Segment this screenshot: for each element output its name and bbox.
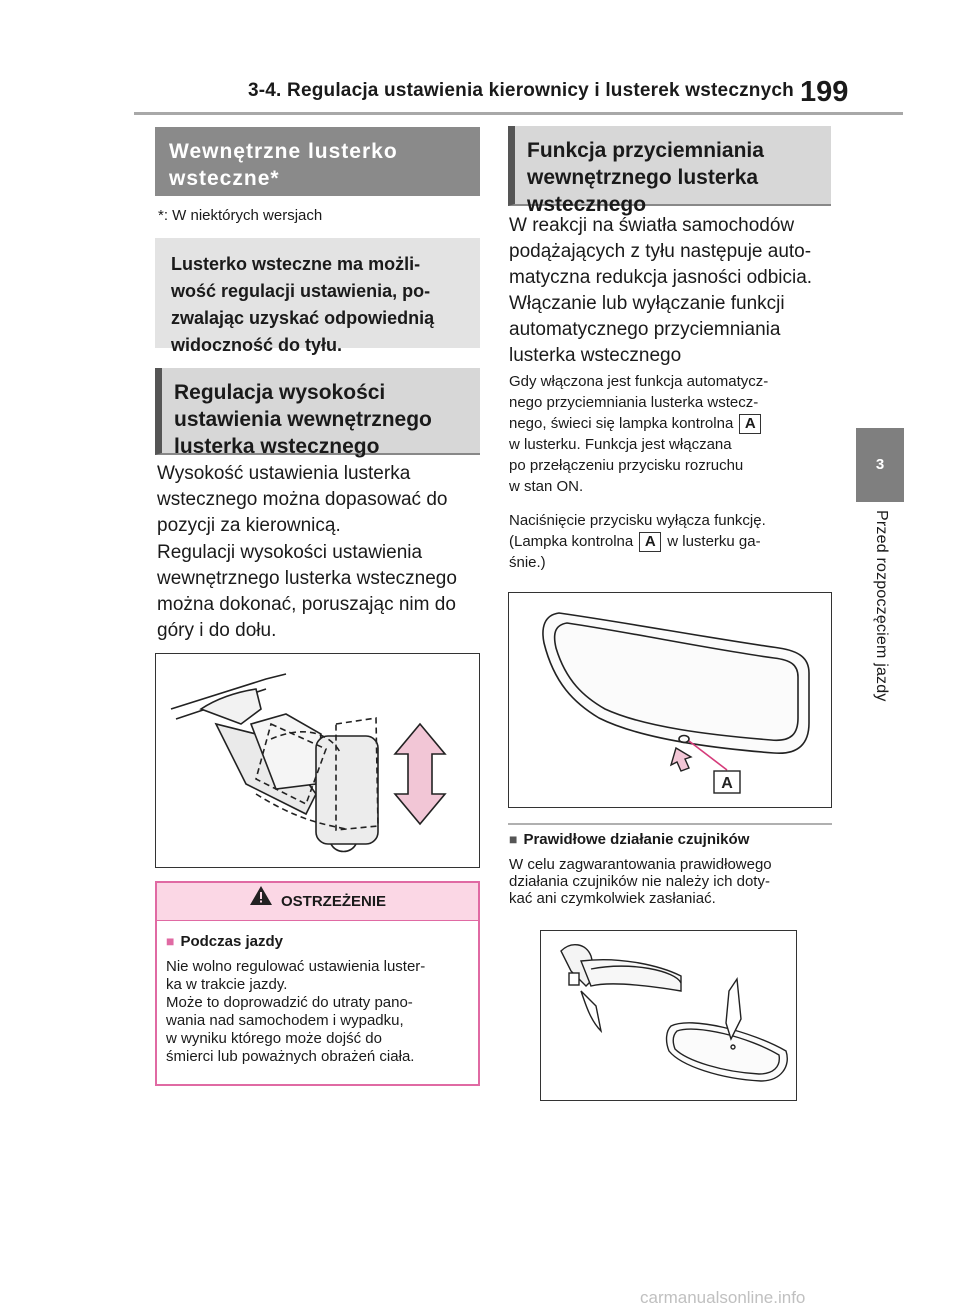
warning-box: OSTRZEŻENIE ■Podczas jazdy Nie wolno reg… xyxy=(155,881,480,1086)
page-number: 199 xyxy=(800,76,849,108)
dimming-detail-2: Naciśnięcie przycisku wyłącza funkcję. (… xyxy=(509,512,766,572)
intro-box: Lusterko wsteczne ma możli- wość regulac… xyxy=(155,238,480,355)
mirror-height-figure xyxy=(155,653,480,868)
dimming-para-2: Włączanie lub wyłączanie funkcji automat… xyxy=(509,293,785,366)
sensor-subheading: ■Prawidłowe działanie czujników xyxy=(509,831,750,848)
dimming-heading: Funkcja przyciemniania wewnętrznego lust… xyxy=(508,126,831,216)
height-para-2: Regulacji wysokości ustawienia wewnętrzn… xyxy=(157,542,457,641)
header-divider xyxy=(134,112,903,115)
watermark: carmanualsonline.info xyxy=(640,1288,806,1307)
warning-subtitle: ■Podczas jazdy xyxy=(166,933,284,950)
left-heading: Wewnętrzne lusterko wsteczne* xyxy=(155,127,480,196)
version-footnote: *: W niektórych wersjach xyxy=(158,207,323,224)
sensor-figure xyxy=(540,930,797,1101)
square-bullet-icon: ■ xyxy=(166,933,175,949)
square-bullet-icon: ■ xyxy=(509,831,518,847)
chapter-label: Przed rozpoczęciem jazdy xyxy=(873,510,890,702)
indicator-a-badge-2: A xyxy=(639,532,662,553)
dimming-mirror-figure: A xyxy=(508,592,832,808)
dimming-detail-1: Gdy włączona jest funkcja automatycz- ne… xyxy=(509,373,769,496)
page-header: 3-4. Regulacja ustawienia kierownicy i l… xyxy=(0,0,960,120)
chapter-tab[interactable]: 3 xyxy=(856,428,904,502)
warning-icon xyxy=(249,883,273,921)
mirror-adjust-illustration xyxy=(170,673,447,853)
sensor-illustration xyxy=(560,944,788,1082)
figure-callout-a: A xyxy=(721,775,733,792)
section-divider xyxy=(508,823,832,825)
warning-header: OSTRZEŻENIE xyxy=(157,883,478,921)
warning-body: Nie wolno regulować ustawienia luster- k… xyxy=(166,958,426,1065)
height-para-1: Wysokość ustawienia lusterka wstecznego … xyxy=(157,463,448,536)
indicator-a-badge: A xyxy=(739,414,762,435)
section-title: 3-4. Regulacja ustawienia kierownicy i l… xyxy=(248,80,794,101)
sensor-body: W celu zagwarantowania prawidłowego dzia… xyxy=(509,856,772,907)
dimming-para-1: W reakcji na światła samochodów podążają… xyxy=(509,215,813,288)
dimming-mirror-illustration: A xyxy=(542,612,810,794)
height-adjust-heading: Regulacja wysokości ustawienia wewnętrzn… xyxy=(155,368,480,458)
